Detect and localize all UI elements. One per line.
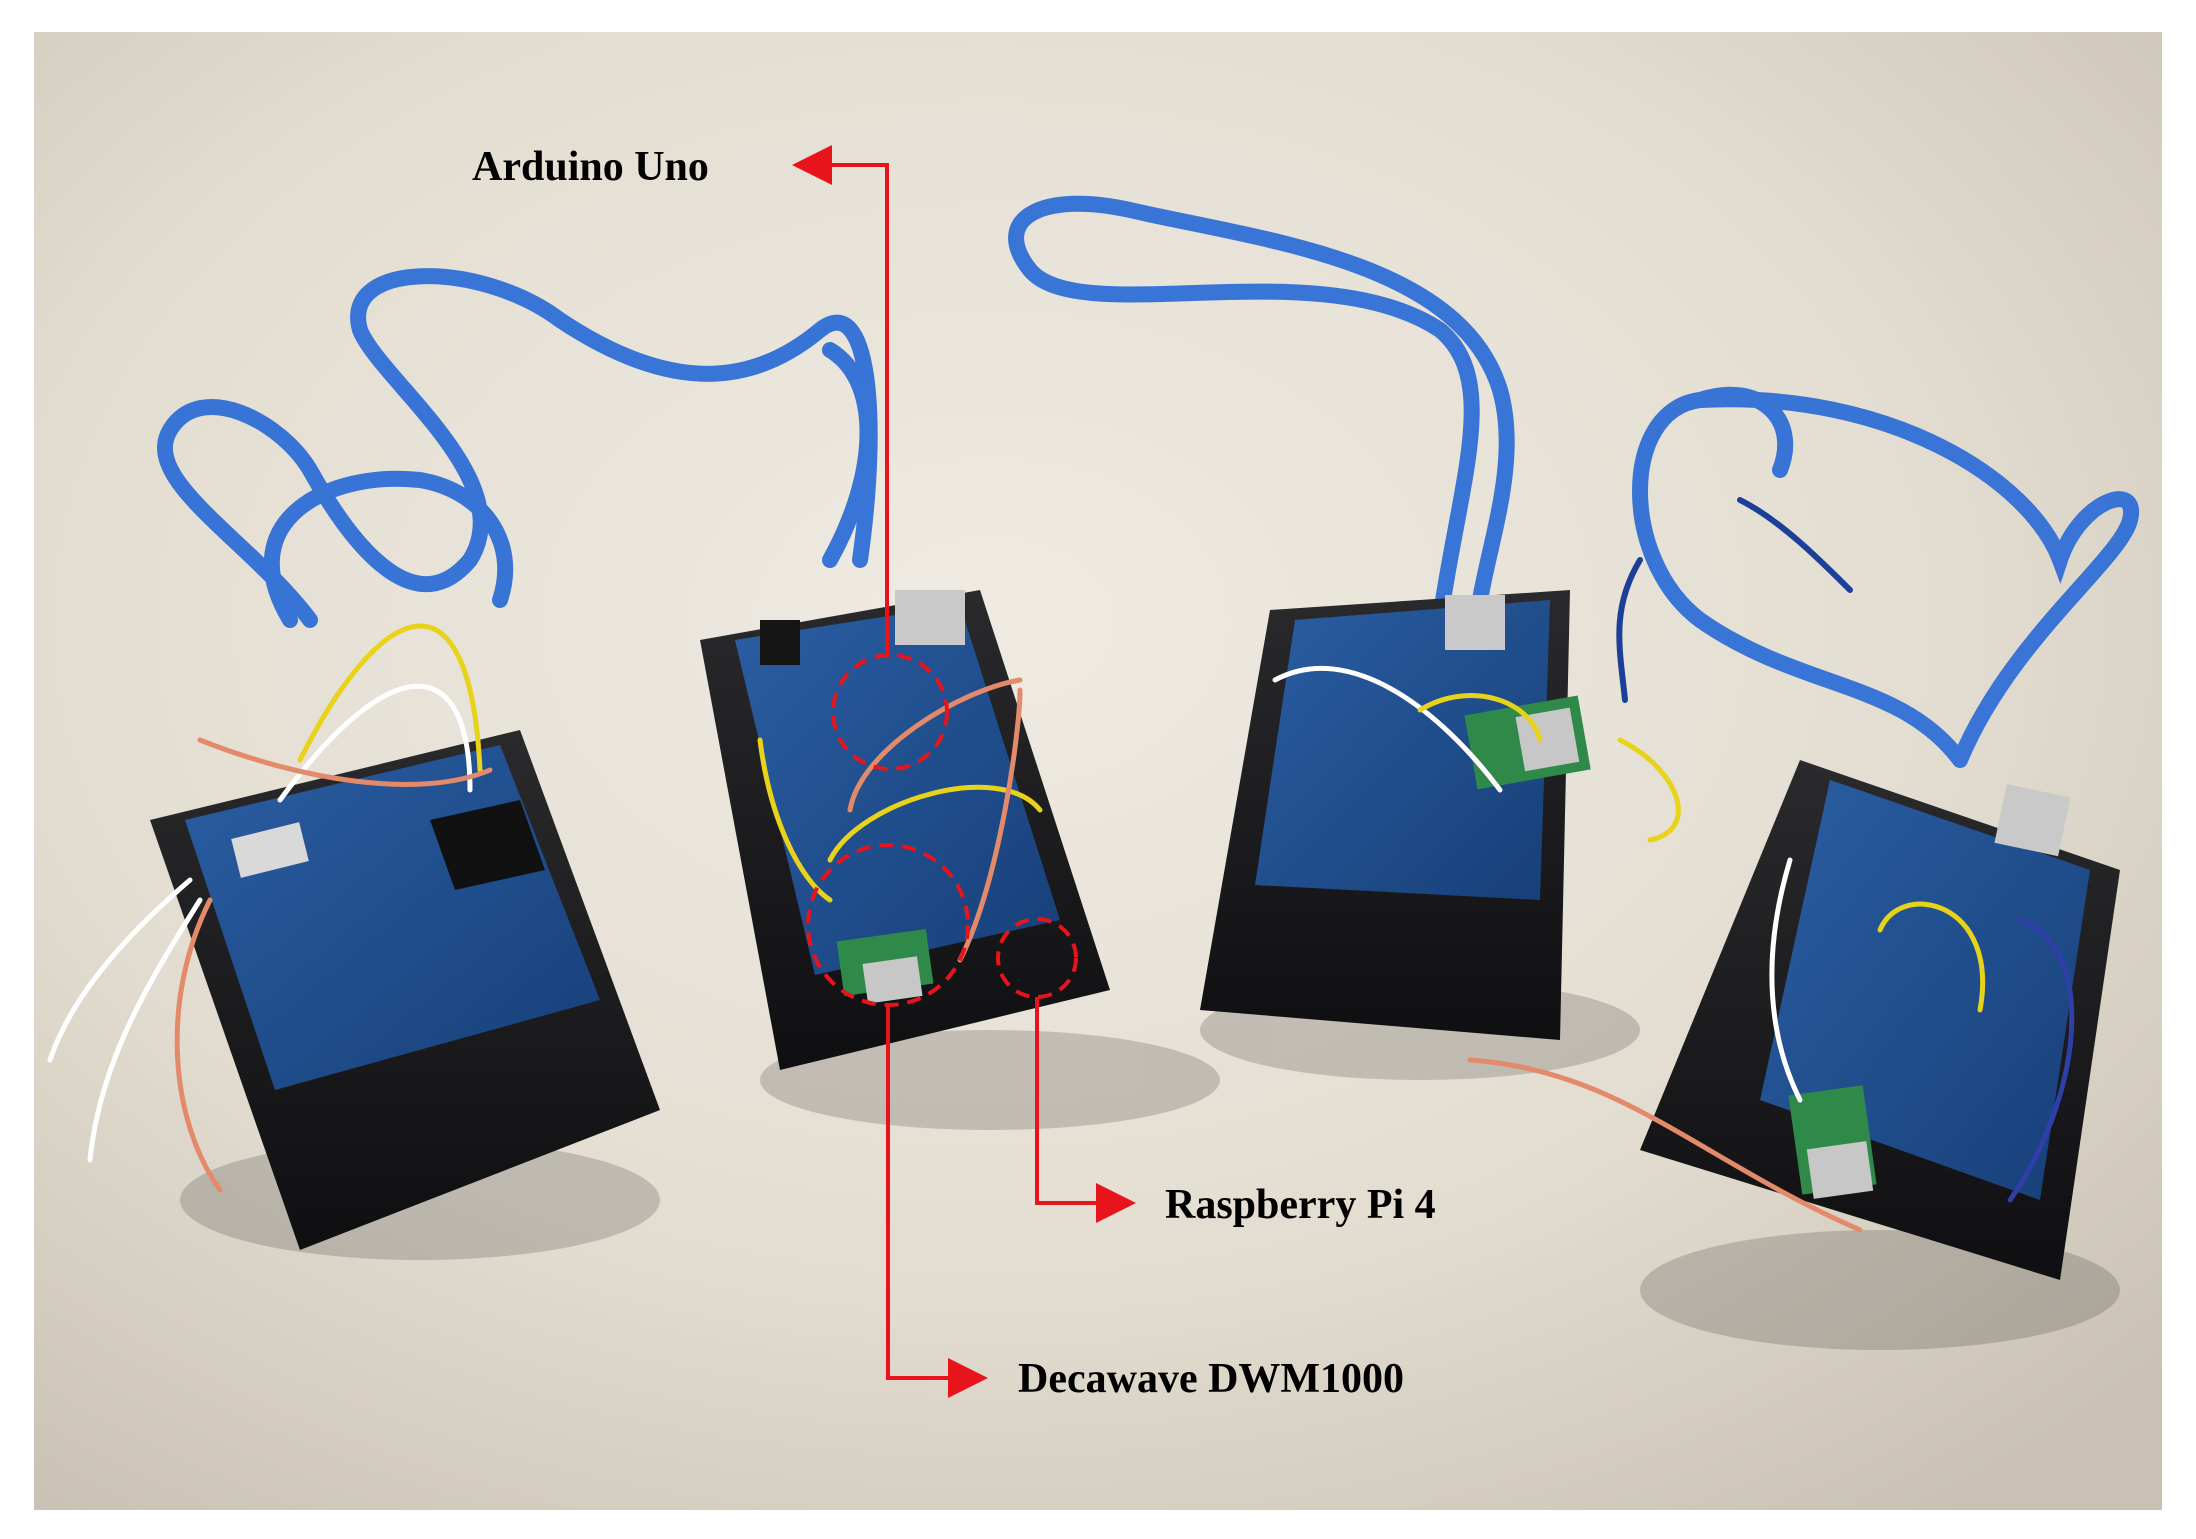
arduino-chip-circle xyxy=(831,653,949,771)
decawave-arrow xyxy=(886,1005,988,1398)
arduino-uno-label: Arduino Uno xyxy=(472,144,709,190)
raspberry-pi-label: Raspberry Pi 4 xyxy=(1165,1182,1436,1228)
raspberry-arrow xyxy=(1035,997,1136,1223)
device-case-3 xyxy=(1200,590,1591,1040)
decawave-label: Decawave DWM1000 xyxy=(1018,1356,1404,1402)
raspberry-port-circle xyxy=(996,917,1078,999)
photograph xyxy=(34,32,2162,1510)
arduino-arrow xyxy=(792,145,889,655)
device-case-2 xyxy=(700,590,1110,1070)
device-case-4 xyxy=(1640,760,2120,1280)
annotation-arrows xyxy=(792,145,1136,1398)
device-case-1 xyxy=(150,730,660,1250)
